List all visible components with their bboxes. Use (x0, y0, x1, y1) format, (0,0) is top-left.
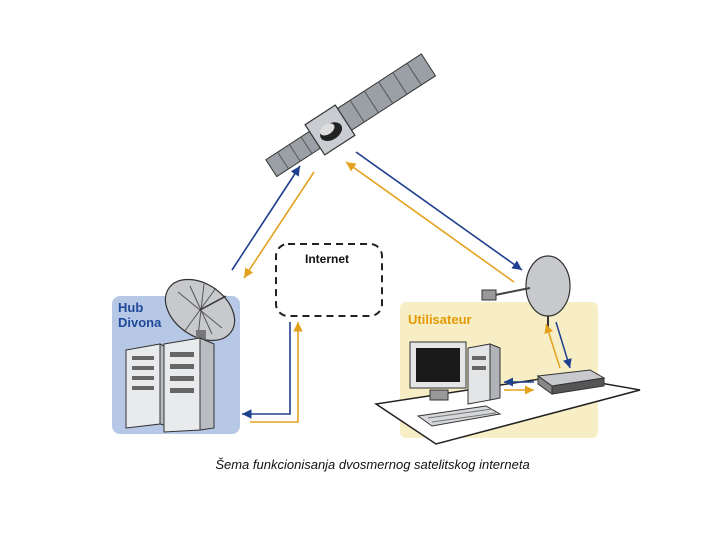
server-icon (125, 337, 215, 433)
computer-icon (409, 341, 501, 405)
user-label: Utilisateur (408, 312, 472, 327)
satellite-icon (265, 53, 437, 178)
modem-to-dish-arrow (544, 323, 561, 369)
uplink-arrow-user (345, 161, 515, 283)
hub-label-line1: Hub (118, 300, 144, 315)
hub-to-internet-arrow (250, 322, 303, 423)
keyboard-icon (416, 405, 502, 427)
uplink-arrow-hub (231, 165, 301, 271)
hub-label: Hub Divona (118, 300, 178, 330)
modem-icon (536, 369, 606, 395)
hub-dish-icon (164, 278, 236, 344)
figure-caption: Šema funkcionisanja dvosmernog satelitsk… (215, 457, 530, 472)
dish-to-modem-arrow (555, 321, 572, 369)
internet-to-hub-arrow (242, 322, 291, 419)
internet-label: Internet (305, 252, 350, 266)
internet-box (275, 243, 383, 317)
hub-label-line2: Divona (118, 315, 162, 330)
downlink-arrow-user (355, 151, 523, 271)
user-dish-icon (481, 255, 571, 330)
downlink-arrow-hub (243, 171, 315, 279)
